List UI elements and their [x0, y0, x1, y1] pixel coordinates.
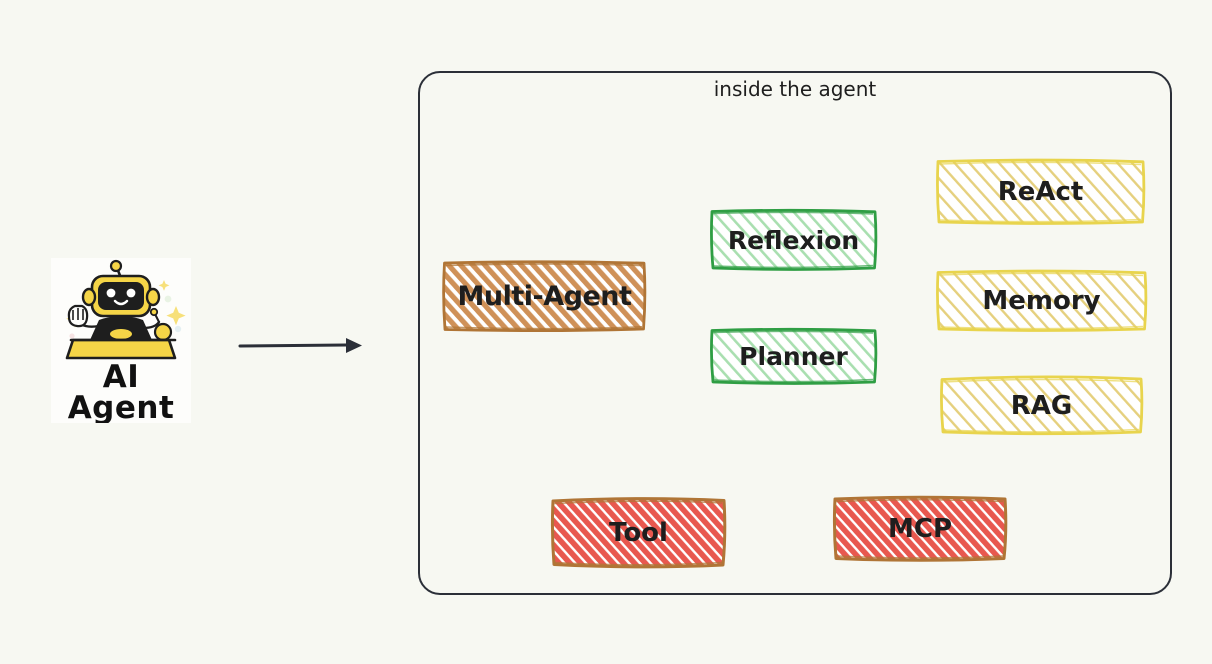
- inside-the-agent-frame: [418, 71, 1172, 595]
- node-reflexion-label: Reflexion: [727, 225, 860, 255]
- ai-agent-tile[interactable]: AI Agent: [51, 258, 191, 423]
- node-rag-label: RAG: [1010, 390, 1073, 421]
- ai-agent-caption: AI Agent: [51, 359, 191, 424]
- node-react[interactable]: ReAct: [936, 158, 1146, 225]
- node-multi-agent[interactable]: Multi-Agent: [442, 260, 647, 333]
- node-planner-label: Planner: [739, 342, 848, 371]
- ai-robot-illustration: [51, 258, 191, 368]
- node-mcp-label: MCP: [887, 513, 952, 544]
- node-multi-agent-label: Multi-Agent: [457, 280, 632, 312]
- node-memory[interactable]: Memory: [936, 269, 1148, 332]
- frame-title: inside the agent: [713, 77, 877, 101]
- ai-agent-caption-line1: AI: [102, 359, 140, 395]
- node-tool-label: Tool: [609, 517, 668, 548]
- node-rag[interactable]: RAG: [940, 375, 1144, 436]
- node-tool[interactable]: Tool: [550, 497, 727, 569]
- node-reflexion[interactable]: Reflexion: [710, 208, 878, 271]
- node-memory-label: Memory: [982, 286, 1101, 316]
- node-planner[interactable]: Planner: [710, 327, 878, 385]
- flow-arrow: [238, 330, 368, 360]
- node-react-label: ReAct: [997, 177, 1084, 207]
- arrow-right-icon: [238, 338, 362, 353]
- ai-agent-caption-line2: Agent: [67, 390, 175, 424]
- node-mcp[interactable]: MCP: [832, 495, 1008, 562]
